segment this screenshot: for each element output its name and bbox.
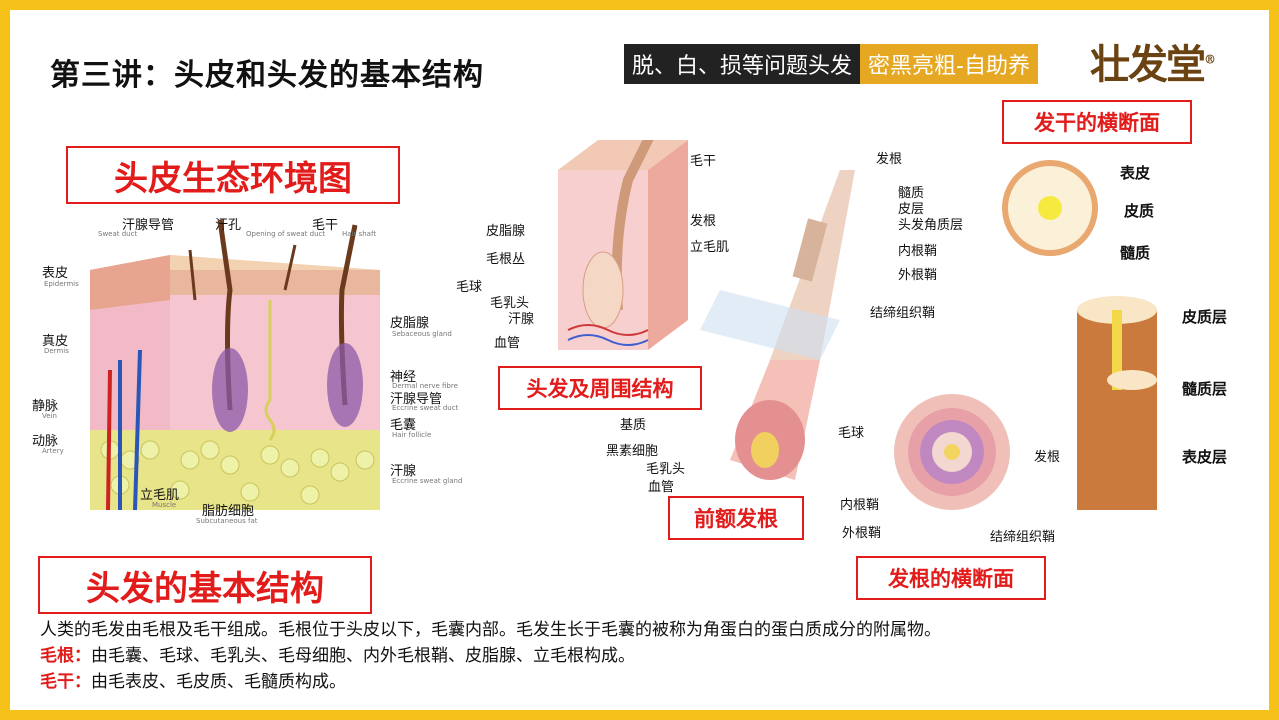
label-root-2: 发根 [690,214,717,229]
label-bulb-3: 毛球 [838,426,865,441]
label-dermis-en: Dermis [44,347,69,355]
label-sweat-2: 汗腺 [508,312,535,327]
label-vein-en: Vein [42,412,57,420]
label-root-4: 发根 [1034,450,1061,465]
label-outer-sheath: 外根鞘 [898,268,938,283]
label-shaft-cuticle: 表皮 [1120,164,1151,182]
label-papilla-2: 毛乳头 [490,296,530,311]
label-nerve: 神经 [390,370,417,385]
label-sweat-gland: 汗腺 [390,464,417,479]
label-cuticle-layer: 表皮层 [1182,448,1228,466]
shaft-cross-section-diagram [1002,160,1098,256]
root-cross-section-diagram [894,394,1010,510]
slide: 第三讲：头皮和头发的基本结构 脱、白、损等问题头发 密黑亮粗-自助养 壮发堂® … [10,10,1269,710]
label-sweat-pore: 汗孔 [215,218,242,233]
label-artery-en: Artery [42,447,64,455]
label-outer-sheath-2: 外根鞘 [842,526,882,541]
label-cuticle: 头发角质层 [898,218,964,233]
label-fat-cells-en: Subcutaneous fat [196,517,258,525]
hair-surrounding-diagram [558,140,688,350]
description: 人类的毛发由毛根及毛干组成。毛根位于头皮以下，毛囊内部。毛发生长于毛囊的被称为角… [40,617,941,695]
label-eccrine-sweat-duct-en: Eccrine sweat duct [392,404,459,412]
label-sebaceous-gland-en: Sebaceous gland [392,330,452,338]
label-nerve-en: Dermal nerve fibre [392,382,458,390]
label-artery: 动脉 [32,434,59,449]
label-cortex: 皮层 [898,202,925,217]
label-inner-sheath-2: 内根鞘 [840,498,880,513]
label-connective-sheath-2: 结缔组织鞘 [990,530,1056,545]
label-shaft-cortex: 皮质 [1124,202,1155,220]
label-shaft-2: 毛干 [690,154,717,169]
section-shaft-cross-section: 发干的横断面 [1002,100,1192,144]
label-arrector-muscle-en: Muscle [152,501,177,509]
label-vessel-2: 血管 [494,336,521,351]
label-medulla: 髓质 [898,186,925,201]
label-arrector-2: 立毛肌 [690,240,730,255]
label-papilla-3: 毛乳头 [646,462,686,477]
logo-text: 壮发堂 [1090,41,1206,88]
label-hair-shaft: 毛干 [312,218,339,233]
page-title: 第三讲：头皮和头发的基本结构 [50,58,484,93]
label-epidermis: 表皮 [42,266,69,281]
section-scalp-environment: 头皮生态环境图 [66,146,400,204]
registered-mark: ® [1204,52,1216,67]
label-epidermis-en: Epidermis [44,280,79,288]
label-vessel-3: 血管 [648,480,675,495]
desc-line-3: 毛干：由毛表皮、毛皮质、毛髓质构成。 [40,669,941,695]
label-eccrine-sweat-duct: 汗腺导管 [390,392,443,407]
desc-shaft-key: 毛干： [40,672,91,692]
banner-gold-text: 密黑亮粗-自助养 [860,44,1038,84]
brand-banner: 脱、白、损等问题头发 密黑亮粗-自助养 [624,44,1038,84]
scalp-skin-diagram [90,219,380,511]
label-shaft-medulla: 髓质 [1120,244,1151,262]
label-sweat-pore-en: Opening of sweat duct [246,230,326,238]
label-melanocyte: 黑素细胞 [606,444,659,459]
label-matrix: 基质 [620,418,647,433]
label-sweat-gland-en: Eccrine sweat gland [392,477,463,485]
label-fat-cells: 脂肪细胞 [202,504,255,519]
label-hair-shaft-en: Hair shaft [342,230,377,238]
desc-shaft-text: 由毛表皮、毛皮质、毛髓质构成。 [91,672,346,692]
label-sweat-duct: 汗腺导管 [122,218,175,233]
label-bulb-2: 毛球 [456,280,483,295]
desc-line-2: 毛根：由毛囊、毛球、毛乳头、毛母细胞、内外毛根鞘、皮脂腺、立毛根构成。 [40,643,941,669]
label-medulla-layer: 髓质层 [1182,380,1228,398]
section-root-cross-section: 发根的横断面 [856,556,1046,600]
label-sebaceous-gland: 皮脂腺 [390,316,430,331]
section-forehead-root: 前额发根 [668,496,804,540]
section-hair-basic-structure: 头发的基本结构 [38,556,372,614]
desc-root-text: 由毛囊、毛球、毛乳头、毛母细胞、内外毛根鞘、皮脂腺、立毛根构成。 [91,646,635,666]
label-dermis: 真皮 [42,334,69,349]
label-arrector-muscle: 立毛肌 [140,488,180,503]
label-sebaceous-2: 皮脂腺 [486,224,526,239]
label-vein: 静脉 [32,399,59,414]
label-root-3: 发根 [876,152,903,167]
label-sweat-duct-en: Sweat duct [98,230,138,238]
label-hair-follicle-en: Hair follicle [392,431,432,439]
section-hair-surrounding: 头发及周围结构 [498,366,702,410]
hair-root-cutaway-diagram [700,170,855,480]
desc-line-1: 人类的毛发由毛根及毛干组成。毛根位于头皮以下，毛囊内部。毛发生长于毛囊的被称为角… [40,620,941,640]
label-connective-sheath: 结缔组织鞘 [870,306,936,321]
desc-root-key: 毛根： [40,646,91,666]
label-hair-follicle: 毛囊 [390,418,417,433]
label-inner-sheath: 内根鞘 [898,244,938,259]
label-cortex-layer: 皮质层 [1182,308,1228,326]
label-plexus: 毛根丛 [486,252,526,267]
banner-dark-text: 脱、白、损等问题头发 [624,44,861,84]
brand-logo: 壮发堂® [1090,32,1216,90]
shaft-longitudinal-diagram [1077,296,1157,510]
